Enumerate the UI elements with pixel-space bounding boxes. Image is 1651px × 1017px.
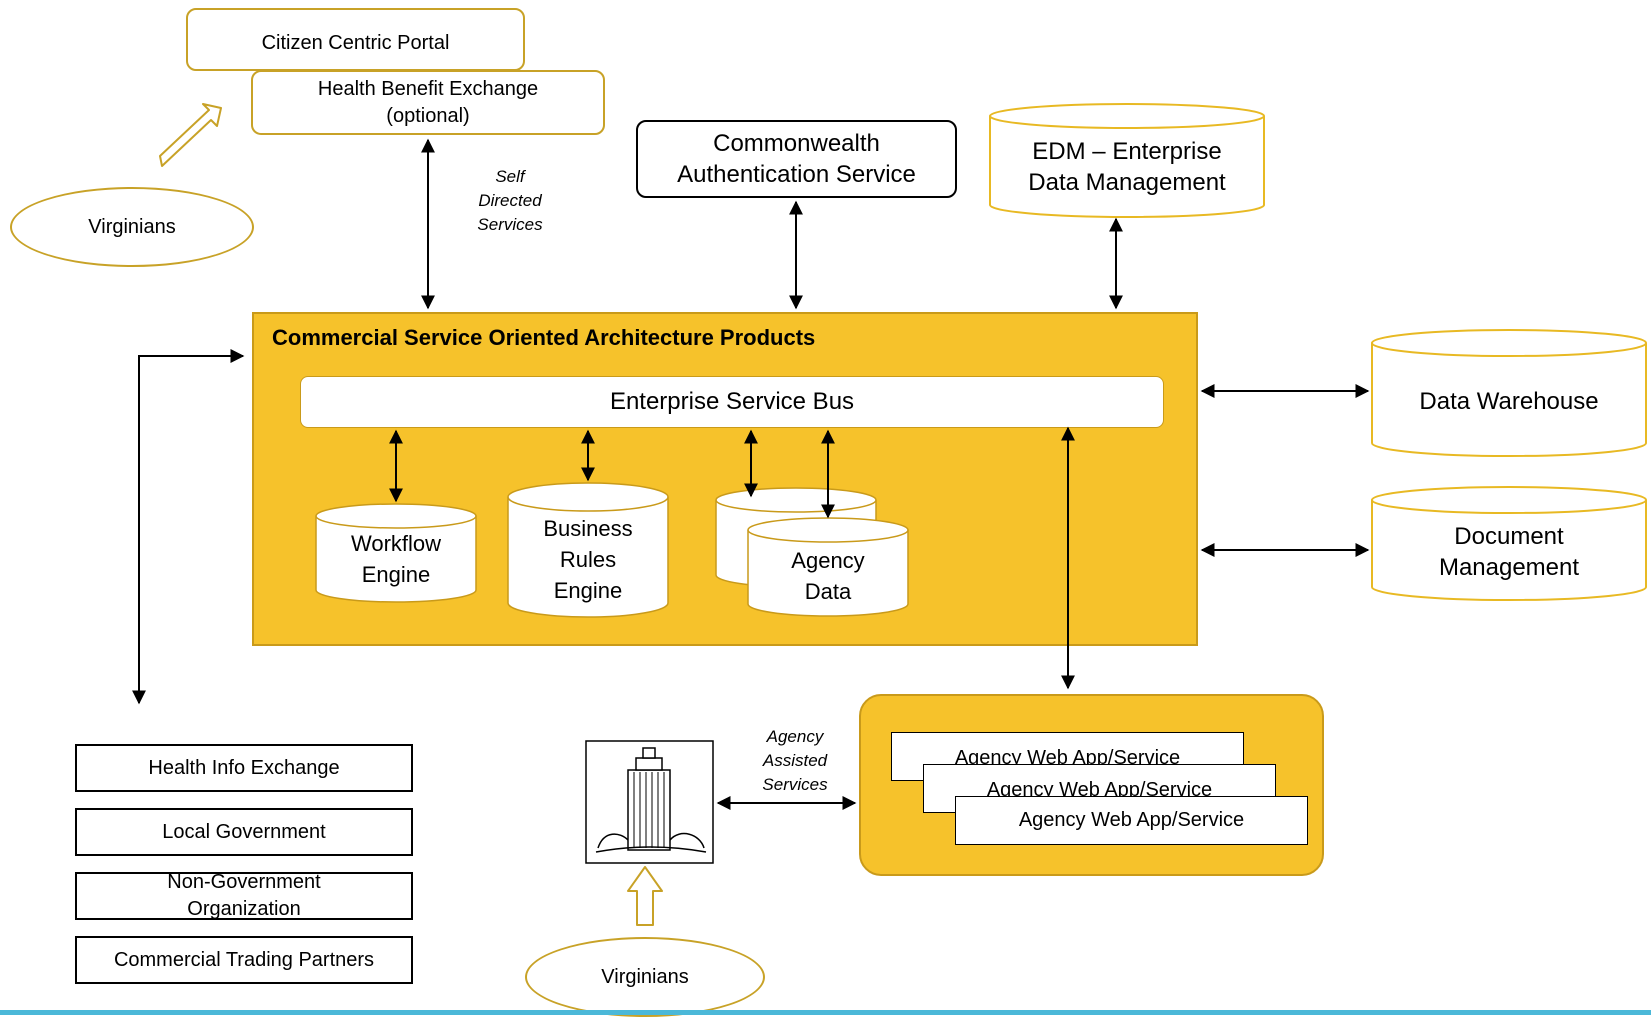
auth-label-line2: Authentication Service: [677, 161, 916, 188]
partner-non-government-organization[interactable]: Non-Government Organization: [75, 871, 413, 920]
document-management-label: Document Management: [1438, 523, 1580, 581]
virginians-bottom-label: Virginians: [601, 965, 689, 988]
hbe-label-line2: (optional): [386, 104, 470, 127]
agency-data-label: Agency Data: [791, 548, 865, 604]
auth-label-line1: Commonwealth: [713, 130, 880, 157]
edm-label: EDM – Enterprise Data Management: [1028, 138, 1226, 196]
partner-commercial-trading-partners[interactable]: Commercial Trading Partners: [75, 936, 413, 984]
esb-label: Enterprise Service Bus: [609, 388, 855, 415]
health-benefit-exchange[interactable]: Health Benefit Exchange (optional): [251, 70, 605, 135]
partner-health-info-exchange[interactable]: Health Info Exchange: [75, 744, 413, 792]
business-rules-engine-label: Business Rules Engine: [543, 515, 633, 603]
virginians-ellipse-top: Virginians: [10, 187, 254, 267]
workflow-engine-label: Workflow Engine: [350, 531, 442, 587]
agency-assisted-services-label: Agency Assisted Services: [762, 727, 828, 794]
commonwealth-authentication-service[interactable]: Commonwealth Authentication Service: [636, 120, 957, 198]
enterprise-service-bus[interactable]: Enterprise Service Bus: [300, 376, 1164, 428]
hbe-label-line1: Health Benefit Exchange: [317, 77, 539, 100]
virginians-ellipse-bottom: Virginians: [525, 937, 765, 1017]
partner-local-government[interactable]: Local Government: [75, 808, 413, 856]
footer-line: [0, 1010, 1651, 1015]
self-directed-services-label: Self Directed Services: [477, 167, 543, 234]
virginians-top-label: Virginians: [88, 215, 176, 238]
soa-title: Commercial Service Oriented Architecture…: [272, 325, 816, 350]
data-warehouse-label: Data Warehouse: [1419, 387, 1599, 415]
agency-web-app-3[interactable]: Agency Web App/Service: [955, 796, 1308, 845]
soa-products-container: [252, 312, 1198, 646]
citizen-centric-portal[interactable]: Citizen Centric Portal: [186, 8, 525, 71]
citizen-centric-portal-label: Citizen Centric Portal: [261, 32, 450, 54]
